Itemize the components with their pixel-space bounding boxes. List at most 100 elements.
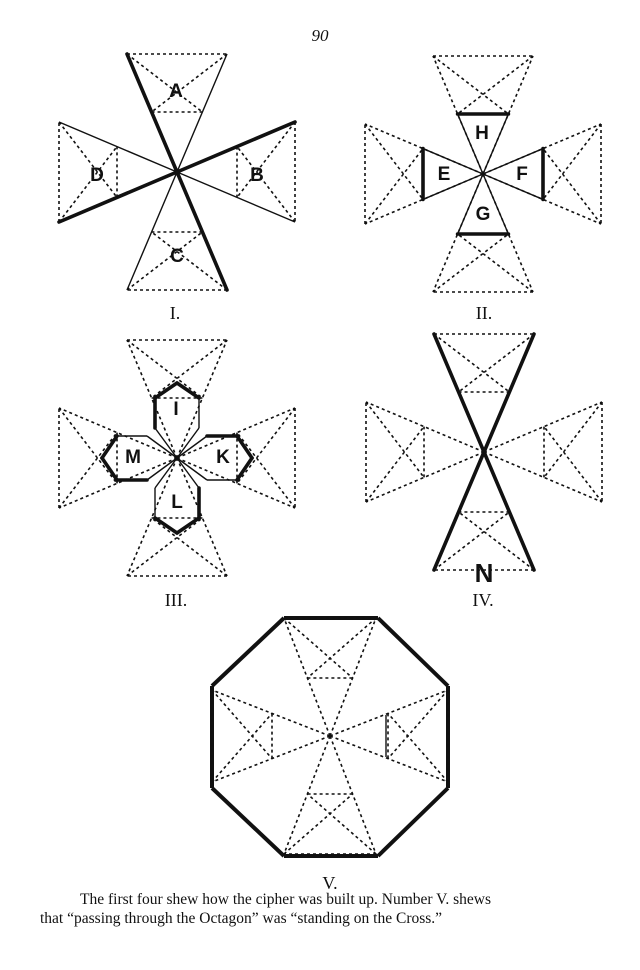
inner-triangle-side — [482, 147, 544, 175]
letter-box-edge — [100, 456, 119, 482]
arm-side — [329, 689, 449, 737]
letter-box-edge — [176, 427, 200, 459]
arm-diagonal — [58, 407, 118, 484]
octagon-edge — [376, 786, 450, 858]
arm-diagonal — [458, 333, 535, 393]
arm-diagonal — [387, 712, 449, 783]
arm-diagonal — [542, 123, 602, 200]
arm-diagonal — [236, 146, 296, 223]
letter-box-edge — [175, 516, 201, 535]
arm-side — [482, 450, 536, 572]
arm-side — [175, 120, 297, 174]
letter-f: F — [516, 164, 528, 185]
letter-e: E — [438, 164, 451, 185]
arm-diagonal — [236, 407, 296, 484]
arm-diagonal — [387, 689, 449, 760]
arm-diagonal — [306, 793, 377, 855]
letter-i: I — [173, 399, 178, 420]
inner-triangle-side — [482, 173, 544, 201]
arm-diagonal — [211, 712, 273, 783]
letter-a: A — [169, 81, 183, 102]
inner-triangle-side — [482, 113, 510, 175]
arm-side — [211, 689, 331, 737]
letter-h: H — [475, 123, 489, 144]
arm-diagonal — [542, 148, 602, 225]
arm-diagonal — [433, 511, 510, 571]
letter-box-edge — [100, 434, 119, 460]
octagon-edge — [210, 616, 286, 688]
figure-v-label: V. — [322, 873, 337, 893]
figure-iv-label: IV. — [472, 590, 493, 610]
arm-diagonal — [151, 339, 228, 399]
arm-side — [283, 617, 331, 737]
letter-b: B — [250, 165, 264, 186]
arm-side — [329, 735, 449, 783]
inner-triangle-side — [422, 173, 484, 201]
figure-iv — [365, 332, 603, 572]
arm-diagonal — [151, 231, 228, 291]
letter-box-edge — [175, 381, 201, 400]
letter-box-edge — [235, 456, 254, 482]
arm-diagonal — [236, 121, 296, 198]
arm-diagonal — [151, 517, 228, 577]
letter-box-edge — [146, 435, 178, 459]
arm-diagonal — [58, 121, 118, 198]
arm-diagonal — [58, 146, 118, 223]
arm-diagonal — [58, 432, 118, 509]
arm-side — [58, 121, 178, 173]
letter-box-edge — [153, 516, 179, 535]
arm-side — [329, 617, 377, 737]
letter-box-edge — [154, 457, 178, 489]
arm-side — [125, 52, 179, 174]
arm-diagonal — [364, 148, 424, 225]
figure-iii-label: III. — [165, 590, 187, 610]
arm-diagonal — [306, 617, 377, 679]
letter-c: C — [170, 246, 184, 267]
caption: The first four shew how the cipher was b… — [40, 890, 615, 928]
inner-triangle-side — [422, 147, 484, 175]
arm-diagonal — [365, 401, 425, 478]
arm-diagonal — [457, 55, 534, 115]
arm-diagonal — [236, 432, 296, 509]
figure-ii-label: II. — [476, 303, 493, 323]
figure-i-label: I. — [170, 303, 181, 323]
arm-side — [432, 450, 486, 572]
page-number: 90 — [311, 26, 329, 45]
inner-triangle-side — [482, 173, 510, 235]
arm-diagonal — [283, 617, 354, 679]
letter-d: D — [90, 165, 104, 186]
arm-diagonal — [543, 401, 603, 478]
figure-ii — [364, 55, 602, 293]
arm-diagonal — [432, 55, 509, 115]
arm-side — [329, 735, 377, 855]
figure-iii — [58, 339, 296, 577]
letter-k: K — [216, 447, 230, 468]
arm-diagonal — [364, 123, 424, 200]
arm-diagonal — [283, 793, 354, 855]
arm-diagonal — [432, 233, 509, 293]
arm-diagonal — [126, 339, 203, 399]
arm-diagonal — [543, 426, 603, 503]
letter-g: G — [476, 204, 491, 225]
arm-diagonal — [433, 333, 510, 393]
figure-i — [57, 52, 297, 292]
letter-l: L — [171, 492, 183, 513]
arm-side — [432, 332, 486, 454]
caption-line-2: that “passing through the Octagon” was “… — [40, 910, 443, 927]
arm-diagonal — [126, 517, 203, 577]
inner-triangle-side — [456, 173, 484, 235]
letter-box-edge — [154, 427, 178, 459]
letter-box-edge — [176, 457, 208, 481]
letter-m: M — [125, 447, 141, 468]
arm-side — [211, 735, 331, 783]
caption-line-1: The first four shew how the cipher was b… — [80, 891, 491, 908]
letter-box-edge — [153, 381, 179, 400]
letter-box-edge — [176, 435, 208, 459]
letter-box-edge — [146, 457, 178, 481]
arm-diagonal — [211, 689, 273, 760]
arm-side — [283, 735, 331, 855]
arm-side — [175, 170, 229, 292]
figure-v — [210, 616, 450, 858]
arm-diagonal — [126, 231, 203, 291]
